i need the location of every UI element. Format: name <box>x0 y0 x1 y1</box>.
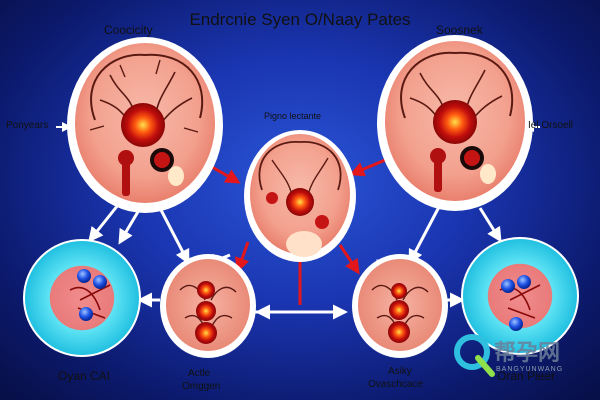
organ-center-left <box>160 254 256 358</box>
brain-center <box>244 130 356 262</box>
watermark-subtext: BANGYUNWANG <box>496 366 564 373</box>
label-bottom-right: Oran Pleer <box>497 369 556 383</box>
watermark-logo-icon <box>454 334 495 377</box>
label-top-right: Soosnek <box>436 23 483 37</box>
diagram-title: Endrcnie Syen O/Naay Pates <box>189 10 411 29</box>
label-bottom-center-right-1: Asiky <box>388 366 412 377</box>
label-bottom-center-left-2: Omggen <box>182 381 221 392</box>
organ-center-right <box>352 254 448 358</box>
label-center-top: Pigno lectante <box>264 111 322 121</box>
label-bottom-left: Oyan CAI <box>58 369 111 383</box>
ovary-left <box>23 239 141 357</box>
label-mid-left: Ponyears <box>6 120 49 131</box>
label-bottom-center-left-1: Actle <box>188 368 211 379</box>
watermark-text: 帮孕网 <box>494 340 561 365</box>
ovary-right <box>461 237 579 355</box>
label-top-left: Coocicity <box>104 23 153 37</box>
brain-top-right <box>377 35 533 211</box>
label-bottom-center-right-2: Ovaschcace <box>368 379 424 390</box>
brain-top-left <box>67 37 223 213</box>
label-mid-right: Iel Orsoell <box>528 120 574 131</box>
